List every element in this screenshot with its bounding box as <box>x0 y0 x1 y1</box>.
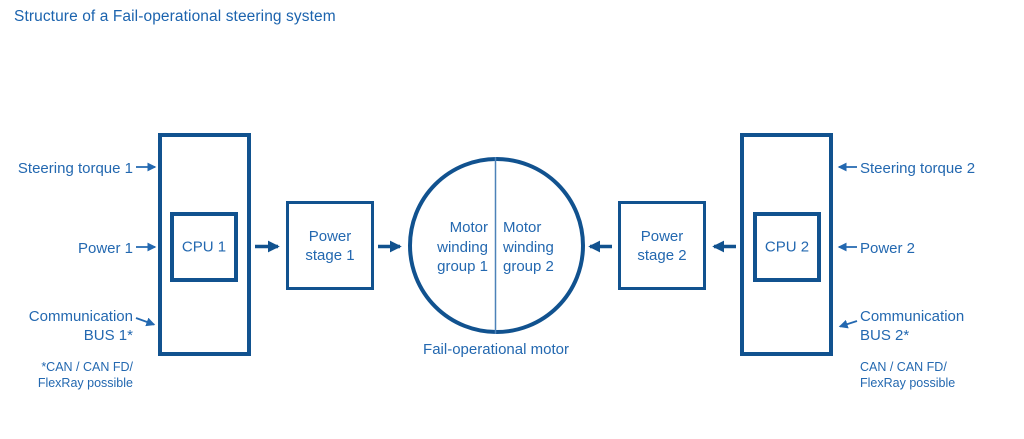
label-communication-bus-1-line1: Communication <box>28 308 133 325</box>
arrow-communication-bus-1-icon <box>135 317 156 327</box>
label-steering-torque-1: Steering torque 1 <box>17 160 133 177</box>
power-stage-2-label: Power stage 2 <box>621 227 703 265</box>
cpu2-label: CPU 2 <box>764 238 810 256</box>
cpu2-box: CPU 2 <box>753 212 821 282</box>
label-communication-bus-1-line2: BUS 1* <box>83 327 133 344</box>
label-power-2: Power 2 <box>860 240 916 257</box>
label-communication-bus-2-line1: Communication <box>860 308 965 325</box>
label-communication-bus-2: Communication BUS 2* <box>860 307 964 345</box>
label-communication-bus-2-line2: BUS 2* <box>860 327 910 344</box>
motor-winding-group-2-line2: winding <box>503 238 554 256</box>
power-stage-2-line1: Power <box>640 227 684 245</box>
cpu1-box: CPU 1 <box>170 212 238 282</box>
motor-caption: Fail-operational motor <box>423 341 569 358</box>
label-communication-bus-1: Communication BUS 1* <box>0 307 133 345</box>
motor-winding-group-2-label: Motor winding group 2 <box>503 218 588 277</box>
power-stage-1-line1: Power <box>308 227 352 245</box>
footnote-left: *CAN / CAN FD/ FlexRay possible <box>0 359 133 391</box>
arrow-communication-bus-2-icon <box>838 319 858 329</box>
footnote-right: CAN / CAN FD/ FlexRay possible <box>860 359 955 391</box>
power-stage-2-line2: stage 2 <box>637 246 687 264</box>
motor-winding-group-1-line2: winding <box>437 238 488 256</box>
power-stage-2-box: Power stage 2 <box>618 201 706 290</box>
footnote-right-line1: CAN / CAN FD/ <box>860 360 947 374</box>
power-stage-1-line2: stage 1 <box>305 246 355 264</box>
motor-winding-group-1-line1: Motor <box>449 219 488 236</box>
footnote-right-line2: FlexRay possible <box>860 376 956 390</box>
label-steering-torque-2: Steering torque 2 <box>860 160 976 177</box>
motor-winding-group-1-label: Motor winding group 1 <box>408 218 488 277</box>
footnote-left-line1: *CAN / CAN FD/ <box>41 360 133 374</box>
motor-winding-group-2-line3: group 2 <box>503 258 554 275</box>
label-power-1: Power 1 <box>77 240 133 257</box>
motor-winding-group-2-line1: Motor <box>503 219 542 236</box>
motor-winding-group-1-line3: group 1 <box>437 258 488 275</box>
cpu1-label: CPU 1 <box>181 238 227 256</box>
diagram-title: Structure of a Fail-operational steering… <box>14 8 336 25</box>
motor-circle <box>408 157 585 334</box>
power-stage-1-label: Power stage 1 <box>289 227 371 265</box>
power-stage-1-box: Power stage 1 <box>286 201 374 290</box>
footnote-left-line2: FlexRay possible <box>37 376 133 390</box>
